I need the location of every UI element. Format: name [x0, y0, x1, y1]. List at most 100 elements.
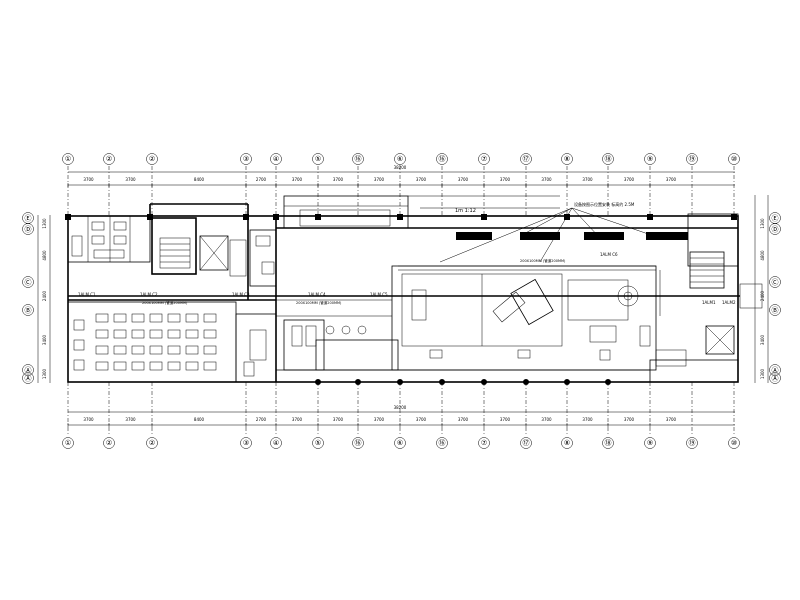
dimension-label: 3700: [83, 417, 94, 422]
grid-bubble-circle: [394, 437, 406, 449]
grid-bubble-circle: [478, 153, 490, 165]
grid-bubble-label: ⑧: [564, 155, 570, 163]
dining-table: [185, 345, 199, 355]
column-bottom: [397, 379, 403, 385]
dining-table: [185, 329, 199, 339]
grid-bubble-circle: [644, 153, 656, 165]
dimension-label: 3700: [624, 417, 635, 422]
grid-bubble-label: ⑯: [355, 155, 362, 163]
dining-table: [203, 313, 217, 323]
dining-table: [167, 313, 181, 323]
grid-bubble-circle: [22, 223, 34, 235]
grid-lines: [67, 166, 735, 436]
grid-bubble-circle: [22, 364, 34, 376]
grid-bubble-label: ⑯: [439, 155, 446, 163]
dining-chair: [73, 359, 85, 371]
dining-table: [167, 345, 181, 355]
duct-note: 200X100MM (管道200MM): [142, 300, 188, 305]
dimension-label: 1300: [42, 368, 47, 379]
grid-bubble-label: ②: [106, 155, 112, 163]
grid-bubble-circle: [602, 437, 614, 449]
dining-table: [185, 361, 199, 371]
column-top: [315, 214, 321, 220]
dining-table: [113, 313, 127, 323]
duct-note: 200X100MM (管道200MM): [296, 300, 342, 305]
grid-bubble-label: ⑦: [481, 155, 487, 163]
column-bottom: [605, 379, 611, 385]
grid-bubble-label: ③: [243, 439, 249, 447]
duct-runs: [150, 265, 661, 317]
bottom-dimension-line: [68, 411, 735, 426]
grid-bubble-label: ⑩: [731, 439, 737, 447]
dimension-label: 3700: [333, 177, 344, 182]
grid-bubble-label: ⑥: [397, 439, 403, 447]
grid-bubble-circle: [478, 437, 490, 449]
top-dimension-line: [68, 171, 735, 186]
grid-bubble-circle: [146, 153, 158, 165]
dimension-label: 3700: [83, 177, 94, 182]
column-bottom: [523, 379, 529, 385]
grid-bubble-circle: [769, 304, 781, 316]
grid-bubble-label: ①: [65, 155, 71, 163]
grid-bubble-label: ⑰: [523, 439, 530, 447]
dining-table: [149, 361, 163, 371]
dimension-label: 3700: [666, 417, 677, 422]
grid-bubble-circle: [103, 153, 115, 165]
dining-table: [131, 313, 145, 323]
light-fixtures: [456, 232, 688, 240]
dimension-label: 3400: [42, 334, 47, 345]
left-dimension-line: [37, 215, 51, 383]
dining-table: [203, 345, 217, 355]
dining-table: [149, 329, 163, 339]
grid-bubble-label: ⑦: [481, 439, 487, 447]
grid-bubble-label: Ⓒ: [772, 279, 779, 287]
dimension-label: 3700: [624, 177, 635, 182]
column-top: [731, 214, 737, 220]
grid-bubble-label: ⑩: [731, 155, 737, 163]
dining-table: [203, 329, 217, 339]
grid-bubble-circle: [22, 304, 34, 316]
column-top: [243, 214, 249, 220]
grid-bubble-circle: [561, 437, 573, 449]
grid-bubble-circle: [769, 372, 781, 384]
grid-bubble-circle: [436, 437, 448, 449]
grid-bubble-label: ⑲: [689, 439, 696, 447]
room-tag: 1ALM2: [722, 300, 736, 305]
grid-bubble-label: ⑤: [315, 439, 321, 447]
grid-bubble-circle: [270, 437, 282, 449]
grid-bubble-label: ⑯: [355, 439, 362, 447]
total-dimension-top: 38200: [394, 165, 407, 170]
light-fixture: [646, 232, 688, 240]
right-stair: [655, 251, 763, 367]
grid-bubble-circle: [686, 153, 698, 165]
grid-bubble-circle: [394, 153, 406, 165]
dining-table: [131, 345, 145, 355]
grid-bubble-circle: [62, 437, 74, 449]
column-top: [481, 214, 487, 220]
entrance-lobby: 1m 1:12: [283, 195, 560, 229]
grid-bubble-circle: [644, 437, 656, 449]
scale-label: 1m 1:12: [455, 208, 476, 214]
structural-columns: [65, 214, 737, 385]
total-dimension-bottom: 38200: [394, 405, 407, 410]
grid-bubble-label: ②: [149, 155, 155, 163]
column-bottom: [564, 379, 570, 385]
room-tag: 1ALM C5: [370, 292, 388, 297]
grid-bubble-label: ⑨: [647, 155, 653, 163]
dimension-label: 3400: [760, 334, 765, 345]
room-tags: 1ALM C1 1ALM C2 1ALM C3 1ALM C4 1ALM C5 …: [78, 252, 736, 305]
callout: 设备按图示位置安装 标高约 2.5M: [439, 201, 661, 263]
grid-bubble-circle: [769, 276, 781, 288]
dimension-label: 3700: [458, 177, 469, 182]
dimension-label: 2700: [256, 417, 267, 422]
grid-bubble-label: ⑱: [605, 439, 612, 447]
dimension-label: 2700: [256, 177, 267, 182]
grid-bubble-label: Ⓓ: [25, 226, 32, 234]
grid-bubble-circle: [352, 153, 364, 165]
dining-table: [113, 345, 127, 355]
grid-bubble-circle: [352, 437, 364, 449]
